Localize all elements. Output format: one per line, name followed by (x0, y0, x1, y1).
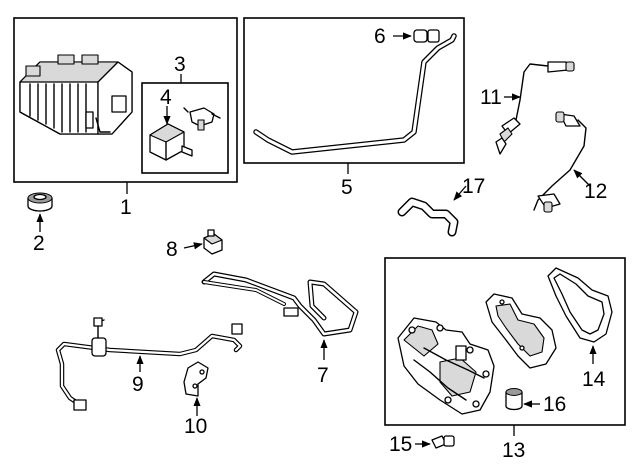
vapor-tube-group-box (243, 17, 465, 164)
gasket (547, 267, 613, 343)
tube-assembly (201, 271, 359, 337)
oxygen-sensor-downstream (533, 111, 587, 213)
oxygen-sensor-upstream (495, 61, 575, 155)
hose (397, 197, 459, 237)
callout-4: 4 (160, 86, 172, 109)
canister-group-box (13, 17, 238, 183)
oil-pan (397, 317, 495, 415)
drain-plug (505, 388, 523, 411)
plug (413, 29, 428, 43)
vapor-tube (253, 29, 457, 155)
callout-13: 13 (502, 439, 525, 462)
callout-17: 17 (462, 175, 485, 198)
callout-5: 5 (341, 176, 353, 199)
callout-14: 14 (582, 368, 606, 391)
callout-6: 6 (374, 25, 386, 48)
callout-8: 8 (166, 238, 178, 261)
bolt (431, 435, 455, 449)
vapor-line (55, 317, 243, 411)
vapor-canister (19, 54, 133, 135)
oil-pan-gasket-inner (485, 293, 557, 369)
vent-valve (203, 229, 223, 255)
solenoid-group-box (141, 82, 229, 174)
callout-7: 7 (317, 364, 329, 387)
callout-9: 9 (132, 373, 144, 396)
bracket (183, 361, 209, 397)
callout-11: 11 (480, 86, 502, 109)
oil-pan-group-box (384, 257, 626, 426)
callout-3: 3 (174, 53, 186, 76)
callout-12: 12 (584, 180, 607, 203)
callout-16: 16 (543, 393, 566, 416)
callout-2: 2 (33, 232, 45, 255)
purge-solenoid (149, 107, 221, 161)
callout-1: 1 (120, 196, 132, 219)
callout-15: 15 (389, 433, 412, 456)
grommet (27, 192, 53, 212)
callout-10: 10 (184, 415, 207, 438)
